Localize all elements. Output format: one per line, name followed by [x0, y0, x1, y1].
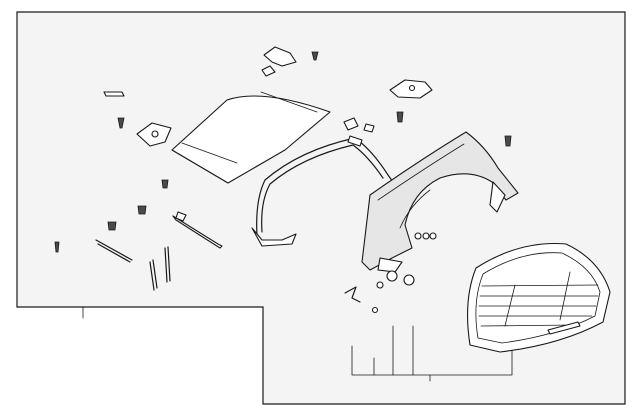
small-clip-b [343, 117, 375, 133]
grommets [344, 232, 437, 314]
weatherstrip-left [95, 239, 133, 263]
hinge-bracket-right [389, 79, 433, 99]
seal-strip-b [164, 246, 171, 283]
small-clip-a [103, 91, 125, 97]
seal-strip-a [149, 259, 158, 291]
rear-window-trim [547, 321, 581, 335]
latch-bracket [136, 122, 172, 147]
rear-roof-frame [361, 131, 519, 273]
weatherstrip-rear [172, 211, 223, 249]
front-bow-frame [251, 135, 394, 247]
roof-panel [171, 91, 331, 184]
hinge-bracket-top [261, 46, 319, 77]
bolts [54, 111, 512, 253]
